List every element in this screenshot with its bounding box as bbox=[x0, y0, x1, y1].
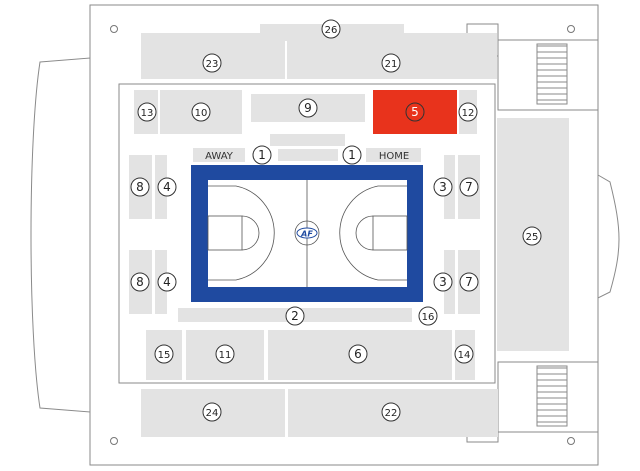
section-marker-circle bbox=[433, 272, 453, 292]
section-marker-label: 16 bbox=[422, 312, 435, 323]
section-marker-label: 12 bbox=[462, 108, 475, 119]
section-marker-14[interactable]: 14 bbox=[454, 344, 474, 364]
section-marker-circle bbox=[342, 145, 362, 165]
section-marker-label: 25 bbox=[526, 232, 539, 243]
section-marker-3-top[interactable]: 3 bbox=[433, 177, 453, 197]
section-marker-21[interactable]: 21 bbox=[381, 53, 401, 73]
section-marker-7-top[interactable]: 7 bbox=[459, 177, 479, 197]
section-marker-6[interactable]: 6 bbox=[348, 344, 368, 364]
section-marker-4-bottom[interactable]: 4 bbox=[157, 272, 177, 292]
section-marker-5[interactable]: 5 bbox=[405, 102, 425, 122]
section-marker-label: 24 bbox=[206, 408, 219, 419]
section-marker-label: 23 bbox=[206, 59, 219, 70]
section-marker-label: 5 bbox=[411, 105, 419, 119]
section-marker-16[interactable]: 16 bbox=[418, 306, 438, 326]
section-marker-label: 21 bbox=[385, 59, 398, 70]
section-marker-label: 10 bbox=[195, 108, 208, 119]
section-marker-circle bbox=[130, 272, 150, 292]
section-marker-circle bbox=[459, 177, 479, 197]
section-marker-26[interactable]: 26 bbox=[321, 19, 341, 39]
section-marker-10[interactable]: 10 bbox=[191, 102, 211, 122]
section-marker-3-bottom[interactable]: 3 bbox=[433, 272, 453, 292]
section-marker-label: 11 bbox=[219, 350, 232, 361]
section-marker-25[interactable]: 25 bbox=[522, 226, 542, 246]
section-marker-circle bbox=[137, 102, 157, 122]
section-marker-8-top[interactable]: 8 bbox=[130, 177, 150, 197]
section-marker-4-top[interactable]: 4 bbox=[157, 177, 177, 197]
section-marker-label: 3 bbox=[439, 275, 447, 289]
section-marker-label: 22 bbox=[385, 408, 398, 419]
section-marker-label: 15 bbox=[158, 350, 171, 361]
section-marker-15[interactable]: 15 bbox=[154, 344, 174, 364]
corner-markers bbox=[110, 25, 575, 445]
section-marker-circle bbox=[285, 306, 305, 326]
section-marker-circle bbox=[348, 344, 368, 364]
section-marker-circle bbox=[381, 402, 401, 422]
section-marker-1-away[interactable]: 1 bbox=[252, 145, 272, 165]
section-marker-circle bbox=[154, 344, 174, 364]
section-marker-7-bottom[interactable]: 7 bbox=[459, 272, 479, 292]
section-marker-circle bbox=[202, 53, 222, 73]
bench-labels: AWAY HOME bbox=[193, 148, 421, 162]
section-marker-11[interactable]: 11 bbox=[215, 344, 235, 364]
away-label: AWAY bbox=[205, 151, 234, 162]
section-marker-label: 8 bbox=[136, 275, 144, 289]
section-marker-12[interactable]: 12 bbox=[458, 102, 478, 122]
section-marker-label: 26 bbox=[325, 25, 338, 36]
section-marker-circle bbox=[458, 102, 478, 122]
section-marker-2[interactable]: 2 bbox=[285, 306, 305, 326]
stair-lines-bottom bbox=[536, 365, 568, 427]
basketball-court: AF bbox=[191, 165, 423, 302]
home-label: HOME bbox=[379, 151, 409, 162]
section-marker-label: 4 bbox=[163, 180, 171, 194]
section-marker-9[interactable]: 9 bbox=[298, 98, 318, 118]
section-marker-22[interactable]: 22 bbox=[381, 402, 401, 422]
section-marker-circle bbox=[522, 226, 542, 246]
section-marker-23[interactable]: 23 bbox=[202, 53, 222, 73]
section-marker-label: 13 bbox=[141, 108, 154, 119]
section-marker-label: 1 bbox=[348, 148, 356, 162]
section-marker-circle bbox=[191, 102, 211, 122]
section-marker-24[interactable]: 24 bbox=[202, 402, 222, 422]
section-block-1-mid[interactable] bbox=[278, 149, 338, 161]
section-block-1-top[interactable] bbox=[270, 134, 345, 146]
section-marker-circle bbox=[298, 98, 318, 118]
section-marker-label: 1 bbox=[258, 148, 266, 162]
stair-lines-top bbox=[536, 43, 568, 105]
section-marker-circle bbox=[130, 177, 150, 197]
court-logo: AF bbox=[296, 227, 318, 239]
section-marker-label: 6 bbox=[354, 347, 362, 361]
section-marker-circle bbox=[215, 344, 235, 364]
section-marker-label: 4 bbox=[163, 275, 171, 289]
section-marker-label: 7 bbox=[465, 180, 473, 194]
section-marker-circle bbox=[405, 102, 425, 122]
section-marker-label: 7 bbox=[465, 275, 473, 289]
section-marker-1-home[interactable]: 1 bbox=[342, 145, 362, 165]
section-marker-circle bbox=[157, 177, 177, 197]
section-marker-circle bbox=[454, 344, 474, 364]
section-marker-label: 9 bbox=[304, 101, 312, 115]
section-marker-circle bbox=[202, 402, 222, 422]
section-marker-label: 3 bbox=[439, 180, 447, 194]
section-marker-circle bbox=[321, 19, 341, 39]
section-marker-8-bottom[interactable]: 8 bbox=[130, 272, 150, 292]
section-marker-label: 8 bbox=[136, 180, 144, 194]
section-marker-circle bbox=[252, 145, 272, 165]
section-marker-circle bbox=[459, 272, 479, 292]
section-marker-circle bbox=[433, 177, 453, 197]
section-marker-circle bbox=[418, 306, 438, 326]
section-marker-label: 14 bbox=[458, 350, 471, 361]
section-marker-label: 2 bbox=[291, 309, 299, 323]
section-marker-circle bbox=[381, 53, 401, 73]
section-marker-circle bbox=[157, 272, 177, 292]
section-marker-13[interactable]: 13 bbox=[137, 102, 157, 122]
court-logo-text: AF bbox=[300, 230, 313, 239]
